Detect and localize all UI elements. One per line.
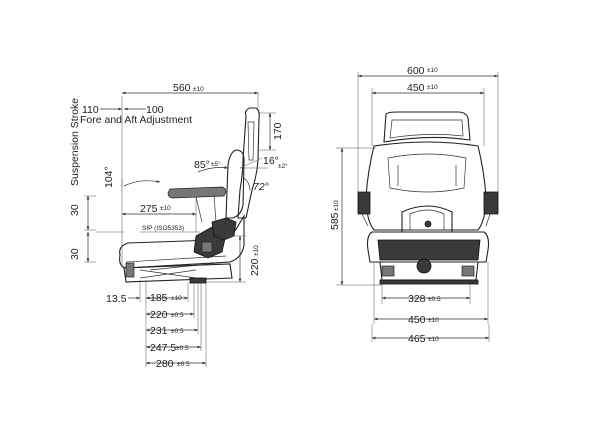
dimension-base-height-220: 220 ±10 <box>206 235 261 283</box>
armrest-tolerance: ±10 <box>160 205 171 212</box>
dimension-suspension-stroke: Suspension Stroke 30 30 <box>69 98 124 263</box>
fore-aft-right-value: 100 <box>146 104 164 116</box>
dimension-backrest-450: 450 ±10 <box>371 82 485 146</box>
dim-185-value: 185 <box>150 292 168 304</box>
dim-231-tolerance: ±0.5 <box>171 328 184 335</box>
height-tolerance: ±10 <box>333 200 340 211</box>
dim-13-5-value: 13.5 <box>106 293 127 305</box>
dimension-base-450: 450 ±10 <box>373 262 489 326</box>
dimension-fore-aft: 110 100 Fore and Aft Adjustment <box>80 104 192 126</box>
fore-aft-label: Fore and Aft Adjustment <box>80 114 192 126</box>
seat-angle-value: 85° <box>194 159 210 171</box>
base-height-value: 220 <box>249 258 261 276</box>
angle-annotations: 85° ±5° 16° ±2° 72° 104° <box>103 155 288 193</box>
dim-185-tolerance: ±10 <box>171 295 182 302</box>
side-view: 560 ±10 110 100 Fore and Aft Adjustment … <box>69 82 288 370</box>
seat-front-outline <box>357 111 499 285</box>
base-height-tolerance: ±10 <box>253 245 260 256</box>
base-width-tolerance: ±10 <box>428 317 439 324</box>
dim-220-tolerance: ±0.5 <box>171 312 184 319</box>
height-value: 585 <box>329 212 341 230</box>
seat-side-outline <box>119 107 260 284</box>
fore-aft-left-value: 110 <box>82 104 99 116</box>
backrest-height-value: 170 <box>272 122 284 140</box>
stroke-lower-value: 30 <box>69 248 81 260</box>
back-angle-value: 16° <box>263 155 279 167</box>
dim-280-value: 280 <box>156 358 174 370</box>
dimension-depth-560: 560 ±10 <box>121 82 259 268</box>
outer-width-value: 465 <box>408 333 426 345</box>
dimension-rail-328: 328 ±0.5 <box>381 284 471 305</box>
backrest-width-value: 450 <box>407 82 425 94</box>
depth-value: 560 <box>173 82 191 94</box>
base-width-value: 450 <box>408 314 426 326</box>
outer-width-tolerance: ±10 <box>428 336 439 343</box>
depth-tolerance: ±10 <box>193 86 204 93</box>
back-angle-tolerance: ±2° <box>278 162 288 170</box>
dimension-outer-465: 465 ±10 <box>371 324 490 345</box>
stroke-upper-value: 30 <box>69 204 81 216</box>
overall-width-value: 600 <box>407 65 425 77</box>
seat-angle-tolerance: ±5° <box>211 160 221 168</box>
dim-220-value: 220 <box>150 309 168 321</box>
rail-width-tolerance: ±0.5 <box>428 296 441 303</box>
backrest-width-tolerance: ±10 <box>427 84 438 91</box>
dimension-height-585: 585 ±10 <box>329 147 382 286</box>
suspension-label: Suspension Stroke <box>69 98 81 186</box>
arm-angle-value: 104° <box>103 166 115 188</box>
sip-label: SIP (ISO5353) <box>142 225 184 232</box>
front-view: 600 ±10 450 ±10 585 ±10 328 ±0.5 <box>329 65 499 345</box>
dim-231-value: 231 <box>150 325 168 337</box>
dimension-backrest-170: 170 <box>258 112 284 151</box>
dim-280-tolerance: ±0.5 <box>177 361 190 368</box>
dimension-bottom-stack: 13.5 185 ±10 220 ±0.5 231 ±0.5 247.5 ±0.… <box>106 280 207 370</box>
overall-width-tolerance: ±10 <box>427 67 438 74</box>
armrest-value: 275 <box>140 203 158 215</box>
dimension-armrest-275: 275 ±10 SIP (ISO5353) <box>122 198 200 233</box>
rail-width-value: 328 <box>408 293 426 305</box>
dim-247-5-tolerance: ±0.5 <box>176 345 189 352</box>
dimension-overall-600: 600 ±10 <box>357 65 499 192</box>
recline-angle-value: 72° <box>253 181 269 193</box>
dim-247-5-value: 247.5 <box>150 342 176 354</box>
